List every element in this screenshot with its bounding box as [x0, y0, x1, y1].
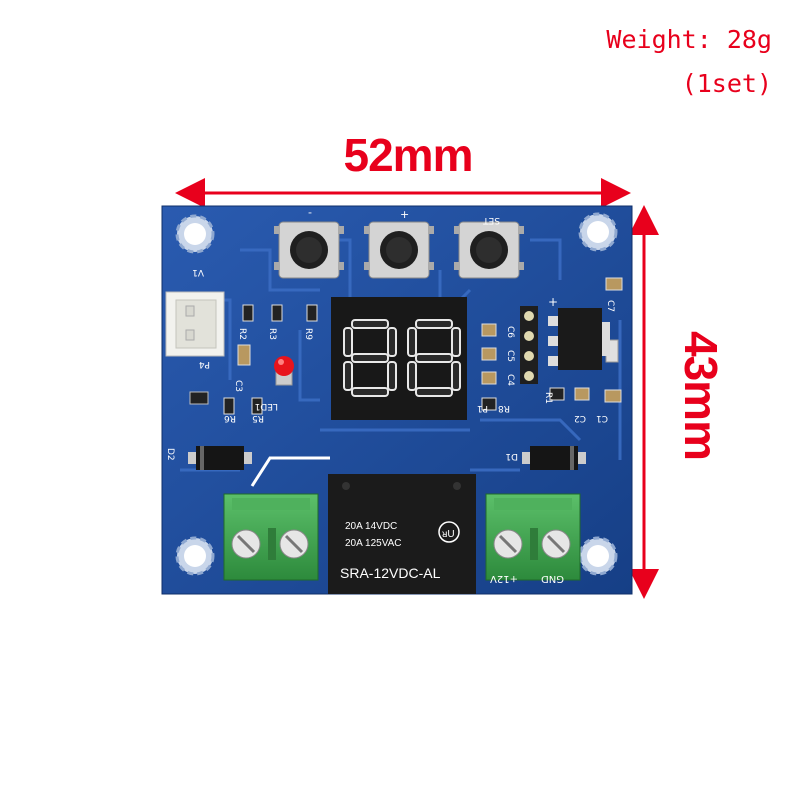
- mounting-hole-br: [578, 536, 618, 576]
- silk-d2: D2: [165, 448, 175, 461]
- svg-text:ᴚU: ᴚU: [442, 529, 455, 540]
- button-plus: [364, 221, 434, 279]
- mounting-hole-tl: [175, 214, 215, 254]
- silk-plus-mark: +: [548, 295, 558, 309]
- mounting-hole-tr: [578, 212, 618, 252]
- relay-rating-1: 20A 14VDC: [345, 521, 397, 532]
- jst-connector: [165, 291, 225, 357]
- button-minus: [274, 221, 344, 279]
- silk-c4: C4: [505, 374, 515, 386]
- diode-d1: [522, 446, 586, 470]
- silk-p1: P1: [477, 403, 488, 413]
- silk-r1: R1: [543, 392, 553, 404]
- relay: 20A 14VDC 20A 125VAC SRA-12VDC-AL ᴚU: [328, 474, 476, 594]
- ul-mark-icon: ᴚU: [438, 521, 460, 543]
- button-label-minus: -: [308, 207, 312, 220]
- seven-segment-display: [331, 297, 467, 420]
- silk-r2: R2: [237, 328, 247, 340]
- relay-model: SRA-12VDC-AL: [340, 565, 441, 581]
- silk-c1: C1: [596, 413, 608, 423]
- weight-label: Weight: 28g: [606, 25, 772, 54]
- diode-d2: [188, 446, 252, 470]
- smd-components-right: [481, 277, 623, 411]
- silk-c3: C3: [233, 380, 243, 392]
- silk-c5: C5: [505, 350, 515, 362]
- silk-r8: R8: [498, 403, 510, 413]
- silk-c6: C6: [505, 326, 515, 338]
- terminal-block-left: [223, 493, 319, 581]
- voltage-regulator: [548, 308, 610, 370]
- silk-r6: R6: [224, 413, 236, 423]
- silk-r9: R9: [303, 328, 313, 340]
- pcb-board: - + SET: [161, 205, 633, 595]
- button-label-set: SET: [483, 215, 500, 225]
- silk-c7: C7: [605, 300, 615, 312]
- width-dimension-label: 52mm: [343, 129, 474, 181]
- button-label-plus: +: [400, 208, 409, 221]
- silk-r5: R5: [252, 413, 264, 423]
- silk-d1: D1: [505, 451, 518, 461]
- silk-r3: R3: [267, 328, 277, 340]
- silk-c2: C2: [574, 413, 586, 423]
- terminal-label-gnd: GND: [541, 573, 564, 584]
- silk-p4: P4: [199, 359, 210, 369]
- terminal-label-12v: +12V: [490, 573, 518, 584]
- terminal-block-right: [485, 493, 581, 581]
- relay-rating-2: 20A 125VAC: [345, 538, 402, 549]
- set-label: (1set): [681, 69, 772, 98]
- silk-v1: V1: [192, 267, 204, 277]
- header-pins: [520, 306, 538, 384]
- red-led: [274, 356, 294, 386]
- button-set: [454, 221, 524, 279]
- silk-led1: LED1: [255, 401, 278, 411]
- weight-annotation: Weight: 28g (1set): [606, 18, 772, 106]
- smd-components-left: [189, 304, 318, 415]
- mounting-hole-bl: [175, 536, 215, 576]
